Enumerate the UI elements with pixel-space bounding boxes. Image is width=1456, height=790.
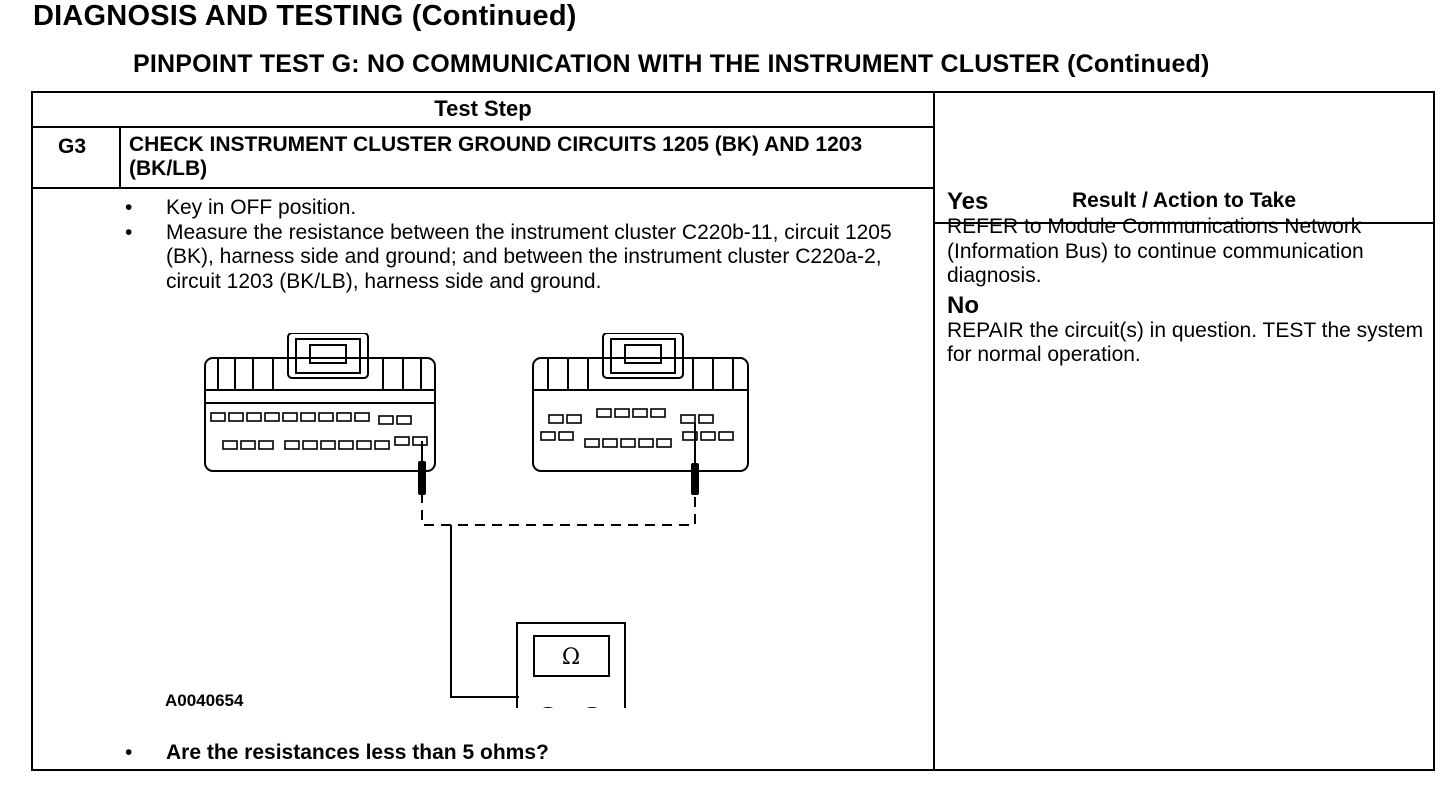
yes-action: REFER to Module Communications Network (… bbox=[947, 215, 1364, 287]
step-title-divider bbox=[33, 187, 935, 189]
instruction-text: Key in OFF position. bbox=[166, 196, 357, 219]
step-instructions: • Key in OFF position. • Measure the res… bbox=[125, 196, 905, 294]
step-question: • Are the resistances less than 5 ohms? bbox=[125, 741, 905, 765]
pinpoint-test-title: PINPOINT TEST G: NO COMMUNICATION WITH T… bbox=[133, 50, 1210, 78]
figure-id: A0040654 bbox=[165, 691, 244, 710]
bullet: • bbox=[125, 220, 133, 244]
ohmmeter bbox=[516, 622, 626, 708]
bullet: • bbox=[125, 196, 133, 219]
instruction-item: • Key in OFF position. bbox=[125, 196, 905, 221]
c220a-pins bbox=[540, 408, 734, 448]
step-title: CHECK INSTRUMENT CLUSTER GROUND CIRCUITS… bbox=[129, 133, 863, 180]
test-step-header: Test Step bbox=[33, 93, 935, 128]
yes-label: Yes bbox=[947, 188, 989, 215]
question-text: Are the resistances less than 5 ohms? bbox=[166, 741, 549, 764]
ohmmeter-display bbox=[533, 635, 610, 677]
step-number: G3 bbox=[58, 135, 87, 158]
column-divider bbox=[933, 128, 935, 769]
page-title: DIAGNOSIS AND TESTING (Continued) bbox=[33, 0, 577, 32]
connector-c220b bbox=[204, 333, 436, 472]
connector-c220a bbox=[532, 333, 749, 472]
dashed-jumper-wire bbox=[421, 493, 696, 526]
meter-positive-lead bbox=[450, 525, 519, 698]
step-number-divider bbox=[119, 128, 121, 188]
bullet: • bbox=[125, 741, 133, 764]
c220b-pins bbox=[210, 412, 428, 450]
wiring-diagram: Ω + − bbox=[204, 333, 749, 708]
result-actions: Yes REFER to Module Communications Netwo… bbox=[947, 189, 1427, 368]
ohm-symbol: Ω bbox=[562, 645, 580, 670]
pinpoint-test-table: Test Step Result / Action to Take G3 CHE… bbox=[31, 91, 1435, 771]
no-label: No bbox=[947, 291, 979, 319]
no-action: REPAIR the circuit(s) in question. TEST … bbox=[947, 318, 1424, 367]
instruction-text: Measure the resistance between the instr… bbox=[166, 220, 892, 293]
result-header: Result / Action to Take bbox=[935, 189, 1433, 224]
instruction-item: • Measure the resistance between the ins… bbox=[125, 221, 905, 295]
